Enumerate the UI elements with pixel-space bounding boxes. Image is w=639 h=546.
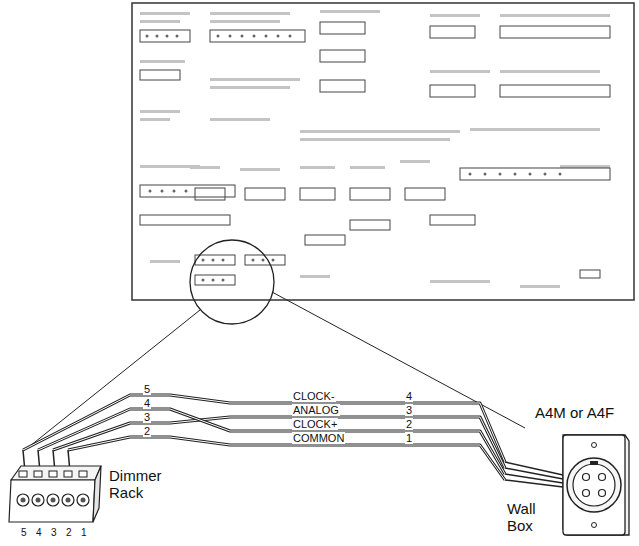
pin-number: 5 <box>20 527 28 539</box>
signal-name: ANALOG <box>292 404 340 416</box>
cable-wire <box>23 395 505 462</box>
signal-name: CLOCK- <box>292 390 336 402</box>
pin-number: 3 <box>50 527 58 539</box>
pin-number: 4 <box>143 397 151 409</box>
pin-number: 3 <box>405 404 413 416</box>
dimmer-rack: Dimmer Rack <box>5 450 205 525</box>
signal-name: CLOCK+ <box>292 418 338 430</box>
pin-number: 2 <box>405 418 413 430</box>
part-label: Wall Box <box>507 501 553 534</box>
pin-number: 5 <box>143 383 151 395</box>
wall-box: A4M or A4F Wall Box <box>505 405 637 543</box>
part-label: Dimmer Rack <box>109 468 179 501</box>
terminal-block <box>5 450 205 525</box>
pin-number: 3 <box>143 411 151 423</box>
pin-number: 4 <box>35 527 43 539</box>
pin-number: 4 <box>405 390 413 402</box>
signal-name: COMMON <box>292 432 345 444</box>
pin-number: 1 <box>405 432 413 444</box>
cable-wire <box>53 417 505 468</box>
pin-number: 2 <box>143 425 151 437</box>
connector-type: A4M or A4F <box>535 405 614 422</box>
pin-number: 2 <box>65 527 73 539</box>
pin-number: 1 <box>80 527 88 539</box>
